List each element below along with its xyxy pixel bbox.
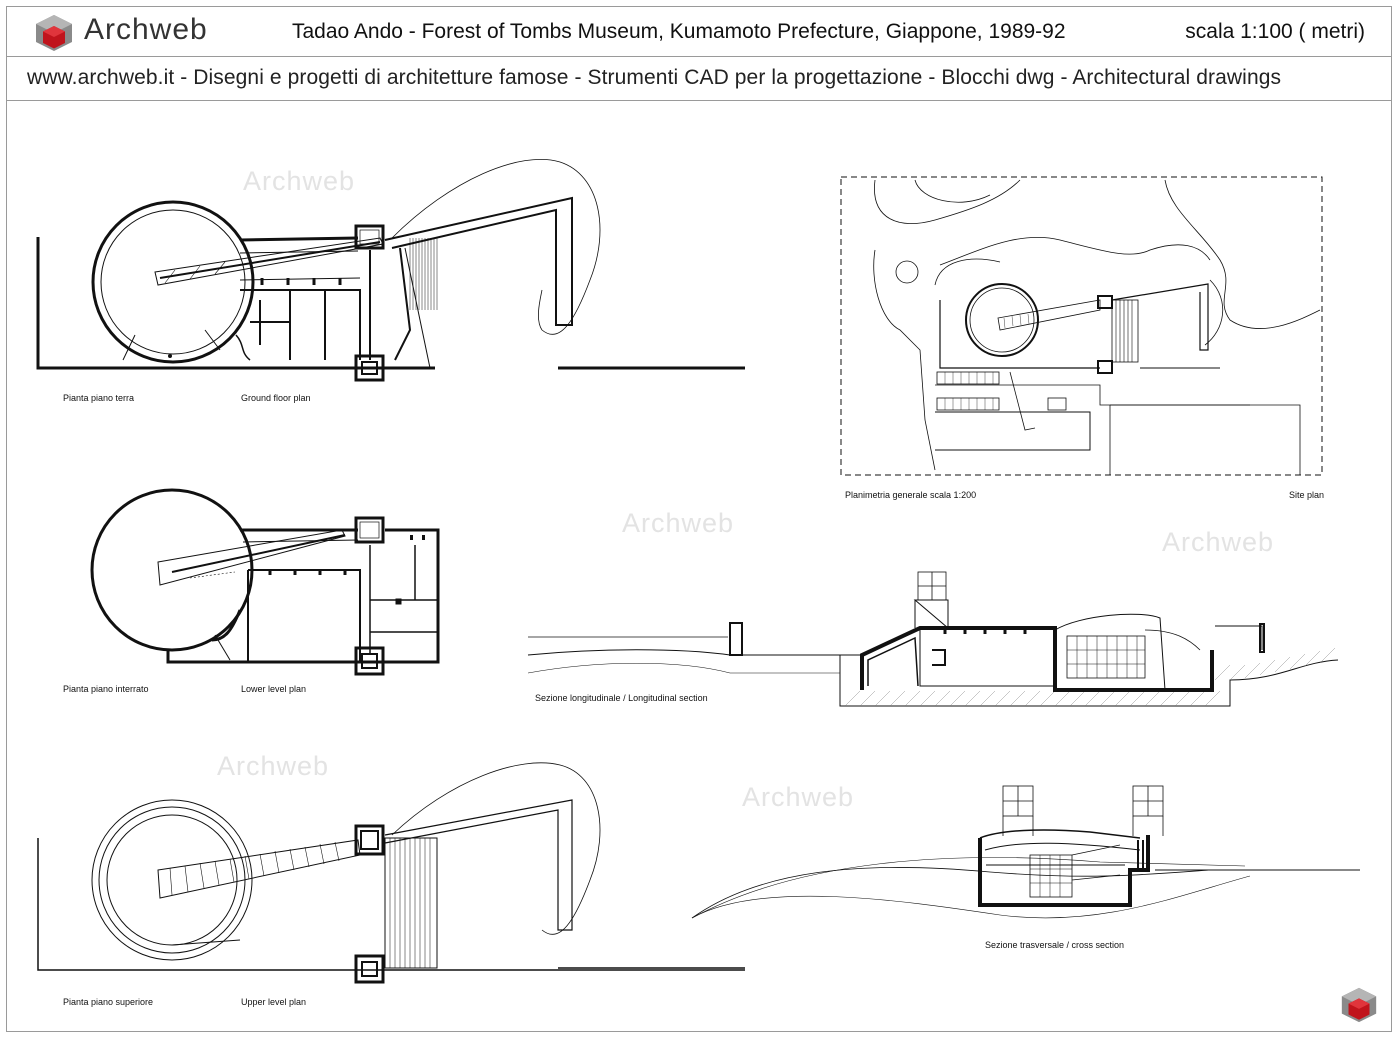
archweb-cube-icon[interactable] bbox=[1338, 985, 1380, 1025]
ground-floor-plan bbox=[36, 159, 745, 382]
logo-text: Archweb bbox=[84, 13, 208, 46]
watermark: Archweb bbox=[217, 751, 330, 781]
header-row: Archweb Tadao Ando - Forest of Tombs Mus… bbox=[7, 7, 1391, 57]
longitudinal-section bbox=[527, 571, 1339, 707]
site-plan-label-it: Planimetria generale scala 1:200 bbox=[845, 490, 977, 500]
site-plan-label-en: Site plan bbox=[1289, 490, 1325, 500]
tagline-row: www.archweb.it - Disegni e progetti di a… bbox=[7, 57, 1391, 101]
watermark: Archweb bbox=[243, 166, 356, 196]
upper-level-label-it: Pianta piano superiore bbox=[63, 997, 154, 1007]
ground-floor-label-en: Ground floor plan bbox=[241, 393, 311, 403]
lower-level-label-it: Pianta piano interrato bbox=[63, 684, 149, 694]
archweb-logo[interactable]: Archweb bbox=[32, 11, 272, 51]
cross-section-label: Sezione trasversale / cross section bbox=[985, 940, 1125, 950]
watermark: Archweb bbox=[742, 782, 855, 812]
archweb-cube-icon bbox=[36, 15, 72, 51]
ground-floor-label-it: Pianta piano terra bbox=[63, 393, 135, 403]
site-plan bbox=[840, 176, 1323, 476]
watermark: Archweb bbox=[622, 508, 735, 538]
lower-level-plan bbox=[90, 488, 440, 676]
tagline[interactable]: www.archweb.it - Disegni e progetti di a… bbox=[27, 66, 1282, 89]
cross-section bbox=[691, 785, 1360, 919]
watermark: Archweb bbox=[1162, 527, 1275, 557]
sheet-scale: scala 1:100 ( metri) bbox=[1185, 20, 1365, 43]
upper-level-label-en: Upper level plan bbox=[241, 997, 307, 1007]
upper-level-plan bbox=[37, 762, 745, 984]
drawing-sheet: Archweb Tadao Ando - Forest of Tombs Mus… bbox=[6, 6, 1392, 1032]
lower-level-label-en: Lower level plan bbox=[241, 684, 307, 694]
sheet-title: Tadao Ando - Forest of Tombs Museum, Kum… bbox=[292, 20, 1066, 43]
longitudinal-section-label: Sezione longitudinale / Longitudinal sec… bbox=[535, 693, 708, 703]
